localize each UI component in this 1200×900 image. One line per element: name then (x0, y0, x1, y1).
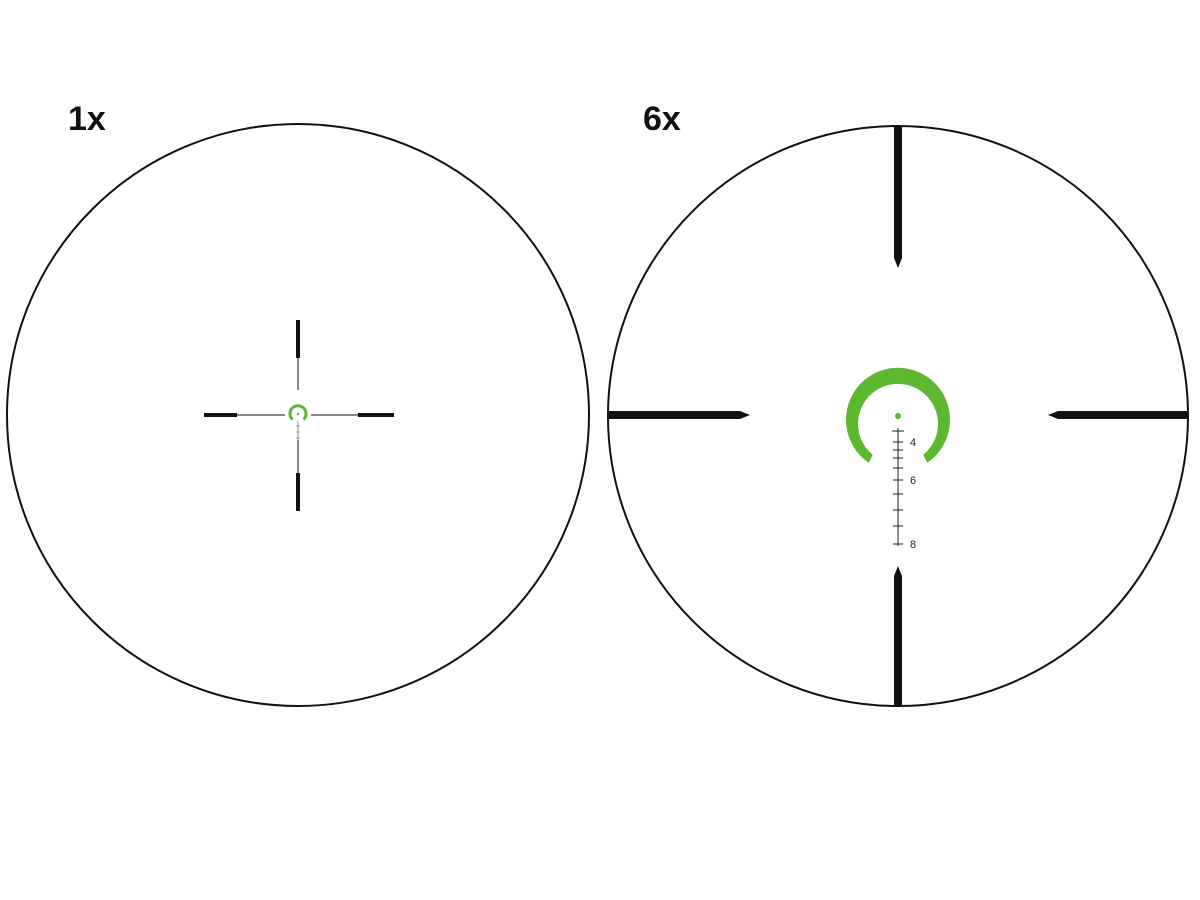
reticle-view-6x: 4 6 8 (607, 125, 1189, 707)
reticle-view-1x (6, 123, 590, 707)
center-dot-6x (895, 413, 901, 419)
post-bottom-6x (894, 566, 902, 706)
post-right-6x (1048, 411, 1188, 419)
post-left-1x (204, 413, 237, 417)
post-right-1x (358, 413, 394, 417)
magnification-label-1x: 1x (68, 100, 106, 138)
post-bottom-1x (296, 473, 300, 511)
horseshoe-1x (288, 404, 308, 421)
horseshoe-6x (846, 367, 951, 463)
magnification-label-6x: 6x (643, 100, 681, 138)
post-top-6x (894, 126, 902, 268)
bdc-label-6: 6 (910, 475, 916, 487)
center-dot-1x (296, 412, 300, 416)
scope-field-circle-1x (6, 123, 590, 707)
bdc-label-4: 4 (910, 437, 916, 449)
post-left-6x (608, 411, 750, 419)
post-top-1x (296, 320, 300, 358)
bdc-label-8: 8 (910, 539, 916, 551)
